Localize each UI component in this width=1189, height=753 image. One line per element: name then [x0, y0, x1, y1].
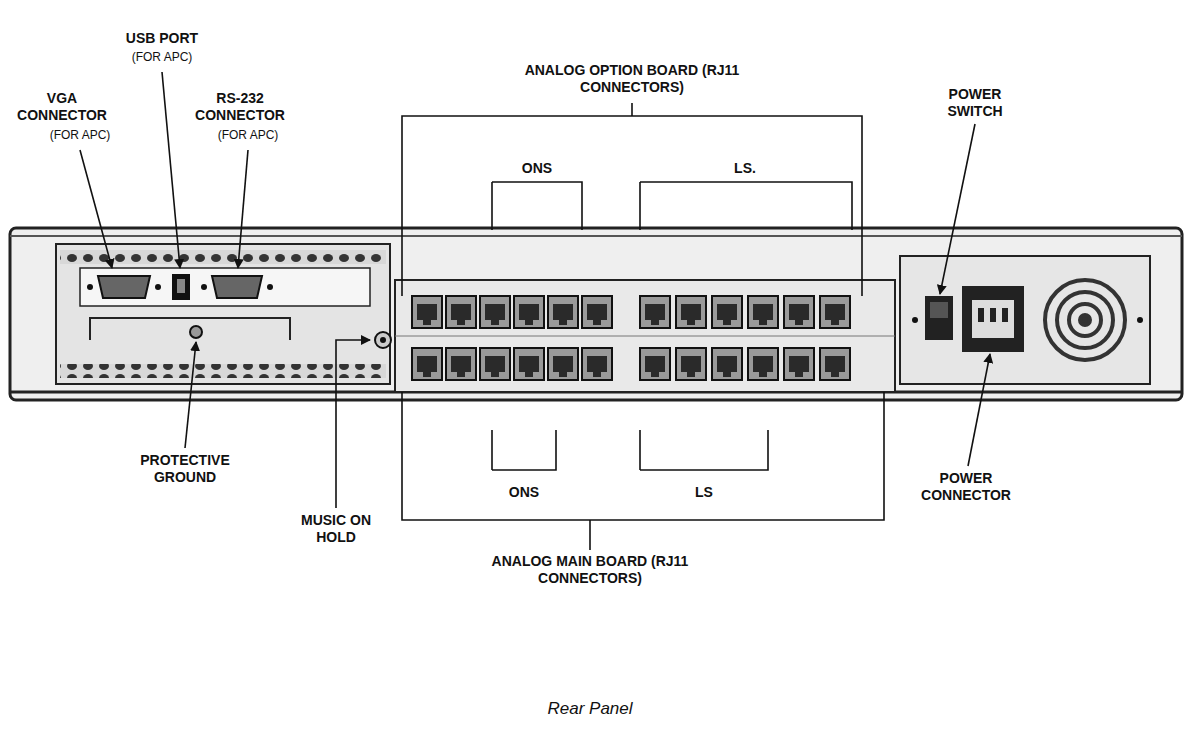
connector-note: (FOR APC) [198, 128, 298, 142]
rj11-opening [717, 304, 737, 325]
usb-port [172, 274, 190, 300]
rj11-opening [789, 304, 809, 325]
chassis [10, 228, 1182, 400]
rj11-jack [712, 296, 742, 328]
power-connector [962, 286, 1024, 352]
group-label: LS [674, 484, 734, 501]
rj11-jack [820, 296, 850, 328]
rj11-jack [640, 296, 670, 328]
rj11-jack [480, 348, 510, 380]
rj11-opening [645, 304, 665, 325]
rj11-jack [640, 348, 670, 380]
rj11-jack [514, 348, 544, 380]
figure-caption: Rear Panel [470, 700, 710, 717]
power-switch [925, 296, 953, 340]
rj11-jack [412, 296, 442, 328]
rj11-jack [548, 296, 578, 328]
rj11-jack [820, 348, 850, 380]
board-label: ANALOG MAIN BOARD (RJ11 CONNECTORS) [465, 553, 715, 587]
connector-note: (FOR APC) [30, 128, 130, 142]
chassis-outline [10, 228, 1182, 400]
group-label: ONS [494, 484, 554, 501]
rj11-opening [789, 356, 809, 377]
rj11-jack [712, 348, 742, 380]
rj11-jack [676, 348, 706, 380]
rj11-opening [825, 356, 845, 377]
rj11-opening [553, 304, 573, 325]
rj11-opening [519, 356, 539, 377]
rj11-opening [825, 304, 845, 325]
rj11-jacks [412, 296, 850, 380]
rj11-opening [451, 356, 471, 377]
rj11-jack [748, 348, 778, 380]
rj11-opening [451, 304, 471, 325]
rj11-jack [480, 296, 510, 328]
power-supply [900, 256, 1150, 384]
vga-connector [98, 276, 150, 298]
rj11-opening [485, 304, 505, 325]
ground-screw [190, 326, 202, 338]
rj11-jack [514, 296, 544, 328]
rj11-jack [582, 348, 612, 380]
switch-label: POWER SWITCH [930, 86, 1020, 120]
rj11-opening [587, 356, 607, 377]
apc-module [56, 244, 390, 384]
rj11-opening [717, 356, 737, 377]
rj11-jack [748, 296, 778, 328]
music-on-hold-jack [375, 332, 391, 348]
rj11-opening [681, 356, 701, 377]
rj11-jack [446, 296, 476, 328]
port-note: (FOR APC) [112, 50, 212, 64]
analog-boards [395, 280, 895, 392]
jack-label: MUSIC ON HOLD [300, 512, 372, 546]
rj11-opening [587, 304, 607, 325]
rj11-opening [519, 304, 539, 325]
rj11-jack [446, 348, 476, 380]
fan-grille [1045, 280, 1125, 360]
group-label: ONS [507, 160, 567, 177]
leader-lines [80, 72, 990, 550]
rj11-opening [681, 304, 701, 325]
port-label: USB PORT [102, 30, 222, 47]
rj11-jack [548, 348, 578, 380]
rj11-opening [417, 304, 437, 325]
rj11-jack [784, 296, 814, 328]
board-label: ANALOG OPTION BOARD (RJ11 CONNECTORS) [507, 62, 757, 96]
ground-label: PROTECTIVE GROUND [127, 452, 243, 486]
connector-label: VGA CONNECTOR [14, 90, 110, 124]
rj11-opening [417, 356, 437, 377]
group-label: LS. [715, 160, 775, 177]
rj11-opening [645, 356, 665, 377]
connector-label: POWER CONNECTOR [911, 470, 1021, 504]
rj11-jack [676, 296, 706, 328]
rj11-jack [412, 348, 442, 380]
rj11-jack [784, 348, 814, 380]
rs232-connector [212, 276, 262, 298]
rj11-opening [553, 356, 573, 377]
rj11-jack [582, 296, 612, 328]
rj11-opening [753, 304, 773, 325]
rj11-opening [753, 356, 773, 377]
rj11-opening [485, 356, 505, 377]
connector-label: RS-232 CONNECTOR [192, 90, 288, 124]
